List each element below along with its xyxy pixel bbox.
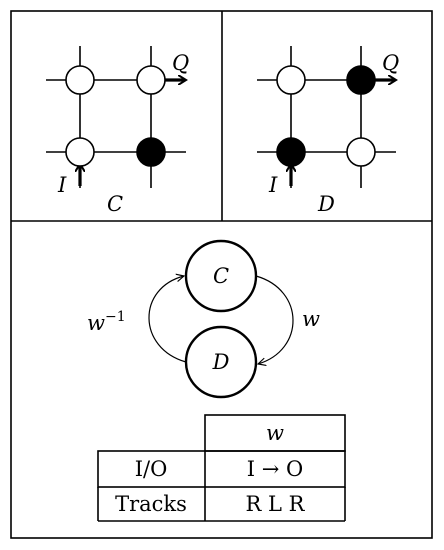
panel-c-node-top-right: [136, 65, 166, 95]
panel-d-input-label: I: [268, 173, 278, 197]
panel-c-output-label: Q: [172, 51, 189, 75]
panel-d-node-bottom-left: [276, 137, 306, 167]
panel-d-grid: [257, 46, 396, 188]
panel-c-grid: [46, 46, 186, 188]
panel-c-node-top-left: [65, 65, 95, 95]
edge-w-label: w: [302, 307, 320, 331]
panel-c-node-bottom-right: [136, 137, 166, 167]
panel-c-input-label: I: [57, 173, 67, 197]
edge-w-inverse: [148, 276, 187, 363]
panel-d-node-top-left: [276, 65, 306, 95]
edge-w: [255, 275, 294, 364]
panel-d-node-top-right: [346, 65, 376, 95]
panel-c-node-bottom-left: [65, 137, 95, 167]
table-column-header: w: [266, 421, 284, 445]
edge-w-inverse-label: w−1: [87, 309, 126, 335]
panel-d-node-bottom-right: [346, 137, 376, 167]
summary-table: w I/O I → O Tracks R L R: [97, 414, 346, 522]
panel-d-caption: D: [317, 192, 335, 216]
panel-d-output-label: Q: [382, 51, 399, 75]
table-row-tracks-label: Tracks: [115, 492, 187, 516]
state-d-label: D: [212, 350, 230, 374]
state-graph: C D w w−1: [87, 239, 320, 399]
table-row-io-value: I → O: [247, 457, 303, 481]
state-c-label: C: [213, 264, 229, 288]
panel-c: Q I C: [46, 46, 189, 216]
panel-c-caption: C: [107, 192, 123, 216]
panel-d: Q I D: [257, 46, 399, 216]
table-row-io-label: I/O: [135, 457, 168, 481]
table-row-tracks-value: R L R: [246, 492, 306, 516]
